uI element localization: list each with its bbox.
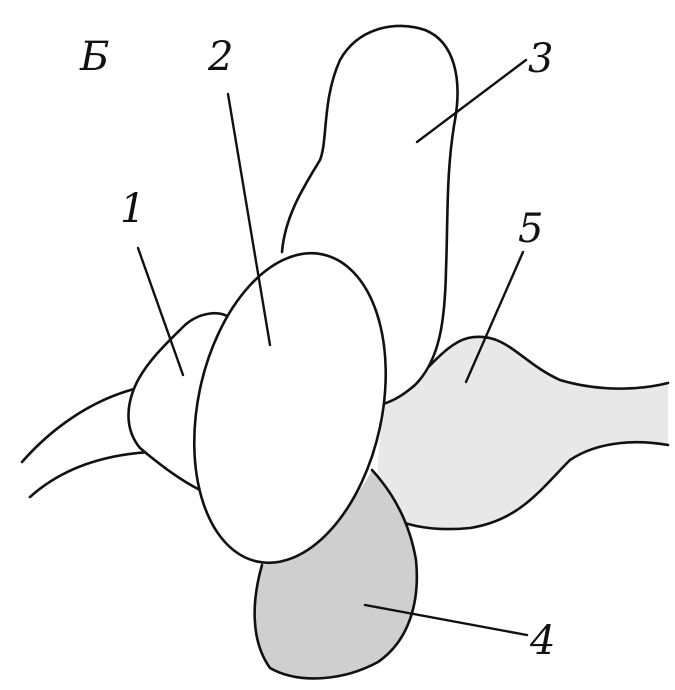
label-1: 1 bbox=[120, 186, 145, 232]
stem-lower-line bbox=[30, 452, 150, 497]
label-4: 4 bbox=[529, 618, 555, 664]
stem-upper-line bbox=[22, 388, 138, 462]
label-3: 3 bbox=[528, 36, 553, 82]
panel-letter: Б bbox=[79, 34, 109, 80]
label-2: 2 bbox=[207, 34, 233, 80]
label-5: 5 bbox=[518, 206, 543, 252]
